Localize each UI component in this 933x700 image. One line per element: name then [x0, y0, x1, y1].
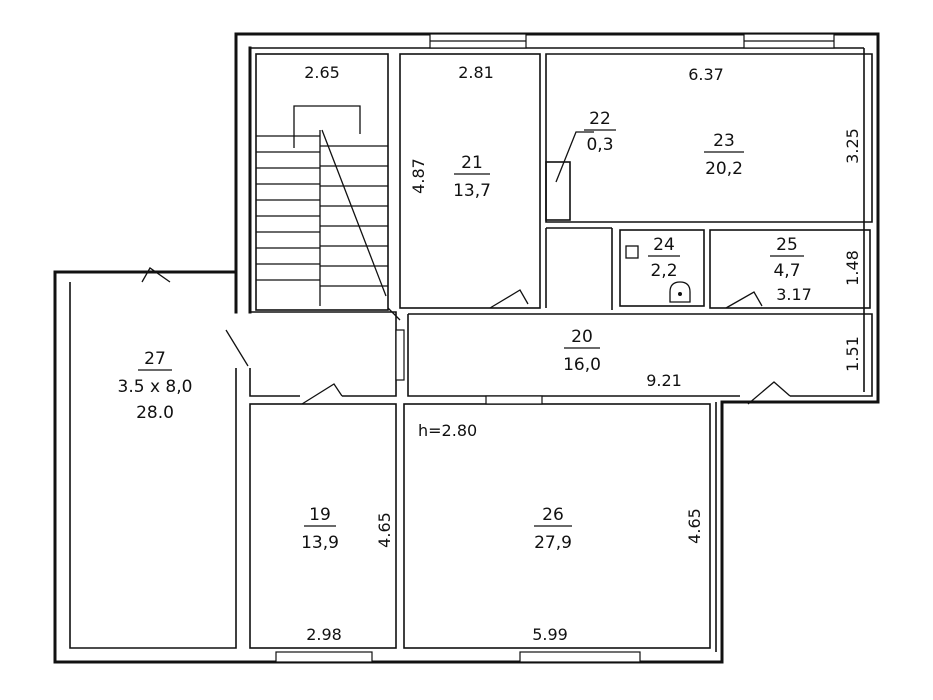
dim-r25-width: 3.17	[776, 285, 812, 304]
room-22-id: 22	[589, 109, 611, 129]
room-22-area: 0,3	[586, 135, 613, 155]
room-26-area: 27,9	[534, 533, 572, 553]
window	[485, 395, 543, 405]
room-19-id: 19	[309, 505, 331, 525]
door-swing	[747, 381, 791, 405]
dim-r23-width: 6.37	[688, 65, 724, 84]
dim-r25-depth: 1.48	[843, 250, 862, 286]
door-swing	[141, 267, 171, 283]
room-27-id: 27	[144, 349, 166, 369]
dim-stair-width: 2.65	[304, 63, 340, 82]
dim-r20-depth: 1.51	[843, 336, 862, 372]
window	[275, 651, 373, 663]
windows	[275, 33, 835, 663]
window	[395, 329, 405, 381]
door-swing	[301, 383, 343, 405]
stair-treads	[256, 135, 388, 287]
toilet-icon	[669, 281, 691, 303]
room-23-area: 20,2	[705, 159, 743, 179]
room-25-id: 25	[776, 235, 798, 255]
room-19-area: 13,9	[301, 533, 339, 553]
dim-r21-width: 2.81	[458, 63, 494, 82]
door-swing	[725, 291, 763, 309]
dim-r20-length: 9.21	[646, 371, 682, 390]
room-23-id: 23	[713, 131, 735, 151]
room-21-area: 13,7	[453, 181, 491, 201]
dim-r21-depth: 4.87	[409, 158, 428, 194]
room-24-id: 24	[653, 235, 675, 255]
dim-r23-depth: 3.25	[843, 128, 862, 164]
inner-walls	[249, 53, 873, 649]
room-20-id: 20	[571, 327, 593, 347]
room-27-area: 28.0	[136, 403, 174, 423]
dim-r26-depth: 4.65	[685, 508, 704, 544]
room-25-area: 4,7	[773, 261, 800, 281]
door-swing	[387, 307, 401, 321]
staircase	[256, 105, 388, 306]
outer-walls	[53, 32, 880, 664]
room-24-area: 2,2	[650, 261, 677, 281]
door-swing	[489, 289, 529, 309]
door-swing	[225, 329, 249, 367]
window	[519, 651, 641, 663]
room-26-id: 26	[542, 505, 564, 525]
ceiling-height-note: h=2.80	[418, 421, 477, 440]
doors	[141, 267, 791, 405]
dim-r19-depth: 4.65	[375, 512, 394, 548]
room-27-size: 3.5 x 8,0	[118, 377, 193, 397]
fixtures	[555, 131, 691, 303]
dim-r19-width: 2.98	[306, 625, 342, 644]
sink-icon	[625, 245, 639, 259]
room-20-area: 16,0	[563, 355, 601, 375]
room-21-id: 21	[461, 153, 483, 173]
dim-r26-width: 5.99	[532, 625, 568, 644]
